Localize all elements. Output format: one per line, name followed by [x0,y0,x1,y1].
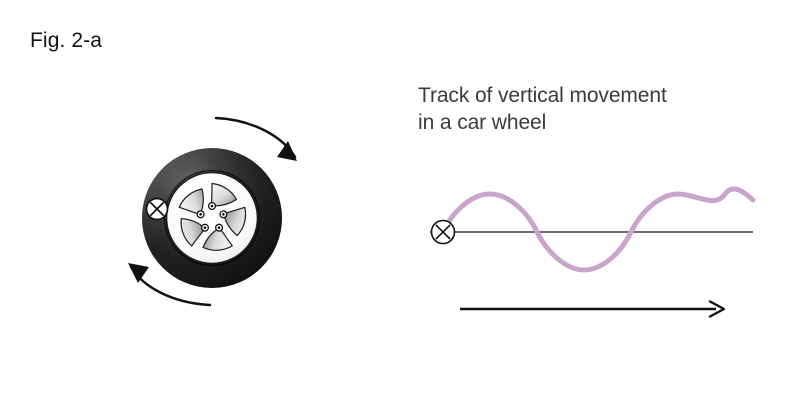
figure-label: Fig. 2-a [30,29,102,52]
lug-nuts [196,201,228,232]
wheel-rim [165,171,259,265]
diagram-heading-line-2: in a car wheel [418,111,547,134]
rotation-arrow-bottom [128,263,212,307]
direction-of-travel-arrow [460,300,726,318]
rotation-arrow-top [214,116,297,161]
valve-marker-on-wheel [145,197,169,221]
rotation-arrows [128,116,297,307]
diagram-heading-line-1: Track of vertical movement [418,84,667,107]
diagram-heading: Track of vertical movement in a car whee… [418,82,758,136]
valve-marker-on-wave [430,219,456,245]
rim-spoke-gaps [178,182,247,251]
vertical-movement-sine-wave [440,186,756,273]
